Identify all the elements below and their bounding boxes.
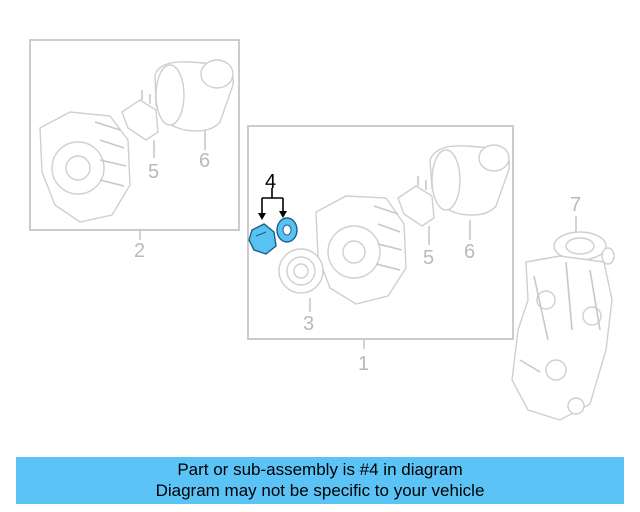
cover-center [429, 144, 511, 216]
info-banner: Part or sub-assembly is #4 in diagram Di… [16, 457, 624, 504]
cover-left [154, 59, 235, 132]
assembly-1-frame [247, 125, 514, 340]
alternator-center [315, 195, 407, 305]
callout-1: 1 [358, 353, 369, 375]
banner-line-1: Part or sub-assembly is #4 in diagram [177, 460, 463, 479]
banner-line-2: Diagram may not be specific to your vehi… [155, 481, 485, 500]
callout-6a: 6 [199, 150, 210, 172]
bracket-left [121, 90, 159, 141]
housing-7 [511, 231, 615, 421]
pulley [278, 248, 324, 294]
bracket-center [397, 176, 435, 227]
alternator-left [39, 111, 131, 223]
callout-4-bracket [258, 188, 287, 220]
callout-2: 2 [134, 240, 145, 262]
assembly-2-frame [29, 39, 240, 231]
callout-5b: 5 [423, 247, 434, 269]
callout-6b: 6 [464, 241, 475, 263]
callout-7: 7 [570, 194, 581, 216]
callout-5a: 5 [148, 161, 159, 183]
callout-3: 3 [303, 313, 314, 335]
callout-4: 4 [265, 171, 276, 193]
part-4-highlight[interactable] [248, 217, 298, 255]
